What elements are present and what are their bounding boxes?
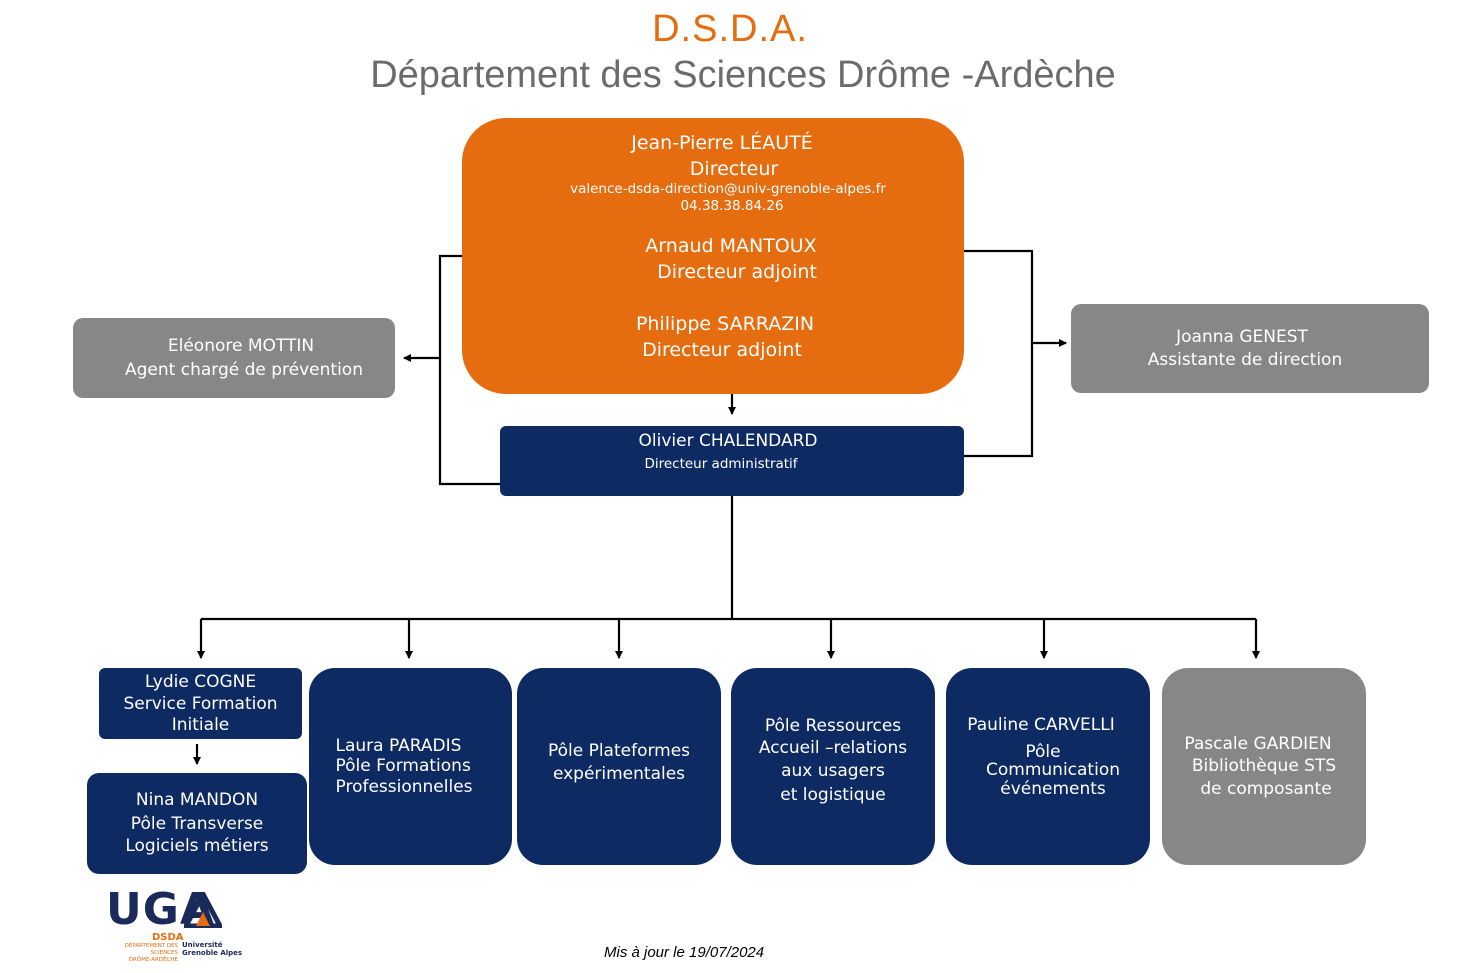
- direction-box: Jean-Pierre LÉAUTÉ Directeur valence-dsd…: [462, 118, 964, 394]
- prevention-role: Agent chargé de prévention: [125, 359, 363, 380]
- formations-pro-name: Laura PARADIS: [335, 735, 462, 756]
- plateformes-line1: Pôle Plateformes: [547, 741, 691, 762]
- director-name: Jean-Pierre LÉAUTÉ: [631, 132, 813, 154]
- admin-name: Olivier CHALENDARD: [638, 431, 818, 451]
- formation-initiale-line3: Initiale: [171, 714, 230, 735]
- logo-dept-sub: DÉPARTEMENT DES SCIENCES DRÔME-ARDÈCHE: [96, 943, 178, 964]
- director-phone: 04.38.38.84.26: [680, 198, 784, 214]
- unit-ressources: Pôle Ressources Accueil –relations aux u…: [731, 668, 935, 865]
- unit-plateformes: Pôle Plateformes expérimentales: [517, 668, 721, 865]
- formations-pro-line2: Pôle Formations: [335, 756, 471, 777]
- communication-name: Pauline CARVELLI: [967, 715, 1115, 736]
- deputy1-role: Directeur adjoint: [657, 261, 817, 283]
- prevention-name: Eléonore MOTTIN: [167, 336, 315, 357]
- logo-univ2: Grenoble Alpes: [182, 949, 243, 957]
- bibliotheque-line2: Bibliothèque STS: [1191, 756, 1337, 777]
- logo-dept-sub1: DÉPARTEMENT DES SCIENCES: [124, 943, 178, 956]
- ressources-line3: aux usagers: [781, 760, 885, 781]
- right-bracket-line: [964, 249, 1034, 458]
- logo-univ1: Université: [182, 941, 223, 949]
- ressources-line2: Accueil –relations: [758, 738, 908, 759]
- transverse-line2: Pôle Transverse: [130, 813, 264, 834]
- page-title-full: Département des Sciences Drôme -Ardèche: [370, 54, 1116, 96]
- deputy1-name: Arnaud MANTOUX: [645, 235, 817, 257]
- communication-line4: événements: [1000, 779, 1106, 800]
- left-bracket-line: [438, 254, 500, 486]
- ressources-line1: Pôle Ressources: [764, 715, 902, 736]
- bibliotheque-name: Pascale GARDIEN: [1184, 733, 1332, 754]
- communication-line2: Pôle: [1025, 741, 1061, 762]
- deputy2-name: Philippe SARRAZIN: [635, 313, 815, 335]
- logo-dept: DSDA: [152, 932, 184, 943]
- admin-role: Directeur administratif: [644, 456, 798, 472]
- uga-dsda-logo: UGA DSDA DÉPARTEMENT DES SCIENCES DRÔME-…: [96, 888, 246, 964]
- unit-bibliotheque: Pascale GARDIEN Bibliothèque STS de comp…: [1162, 668, 1366, 865]
- formation-initiale-name: Lydie COGNE: [144, 671, 257, 692]
- admin-box: Olivier CHALENDARD Directeur administrat…: [500, 426, 964, 496]
- logo-univ: Université Grenoble Alpes: [182, 941, 242, 957]
- director-role: Directeur: [689, 158, 779, 180]
- unit-transverse: Nina MANDON Pôle Transverse Logiciels mé…: [87, 773, 307, 874]
- prevention-box: Eléonore MOTTIN Agent chargé de préventi…: [73, 318, 395, 398]
- deputy2-role: Directeur adjoint: [642, 339, 802, 361]
- communication-line3: Communication: [986, 759, 1120, 780]
- ressources-line4: et logistique: [780, 784, 886, 805]
- assistant-role: Assistante de direction: [1147, 350, 1343, 370]
- logo-dept-sub2: DRÔME-ARDÈCHE: [128, 957, 178, 963]
- transverse-line3: Logiciels métiers: [125, 836, 269, 857]
- unit-communication: Pauline CARVELLI Pôle Communication évén…: [946, 668, 1150, 865]
- logo-triangle-icon: [184, 892, 222, 928]
- director-email: valence-dsda-direction@univ-grenoble-alp…: [570, 181, 886, 197]
- page-title-acronym: D.S.D.A.: [652, 8, 808, 50]
- formation-initiale-line2: Service Formation: [123, 694, 278, 715]
- assistant-box: Joanna GENEST Assistante de direction: [1071, 304, 1429, 393]
- update-date: Mis à jour le 19/07/2024: [604, 944, 765, 961]
- assistant-name: Joanna GENEST: [1176, 326, 1308, 347]
- plateformes-line2: expérimentales: [552, 763, 686, 784]
- unit-formation-initiale: Lydie COGNE Service Formation Initiale: [99, 668, 302, 739]
- unit-formations-pro: Laura PARADIS Pôle Formations Profession…: [309, 668, 512, 865]
- formations-pro-line3: Professionnelles: [335, 776, 473, 797]
- transverse-name: Nina MANDON: [135, 790, 259, 811]
- bibliotheque-line3: de composante: [1200, 778, 1332, 799]
